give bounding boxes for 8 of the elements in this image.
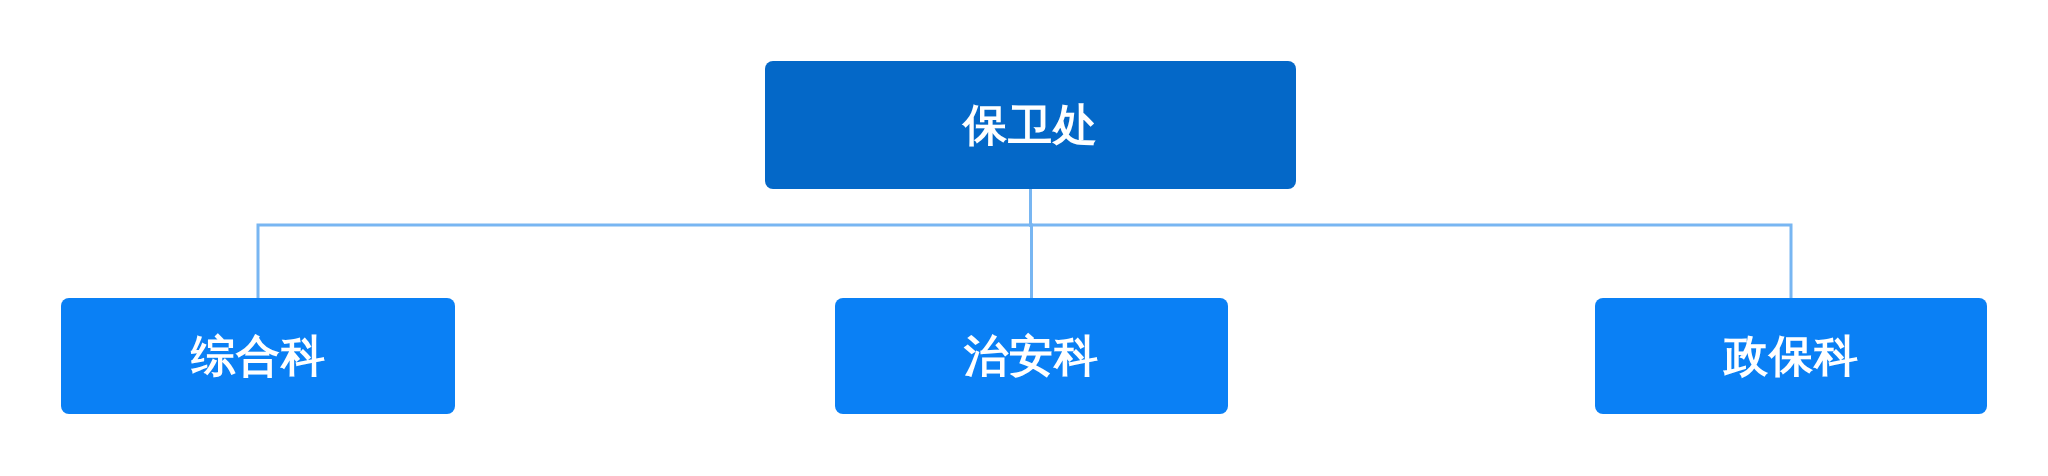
department-box — [765, 61, 1296, 189]
section-box — [61, 298, 455, 414]
box-label: 治安科 — [964, 328, 1099, 383]
box-label: 政保科 — [1723, 328, 1859, 383]
section-box — [1595, 298, 1987, 414]
box-label: 综合科 — [190, 328, 326, 383]
section-box — [835, 298, 1228, 414]
box-label: 保卫处 — [963, 97, 1098, 152]
